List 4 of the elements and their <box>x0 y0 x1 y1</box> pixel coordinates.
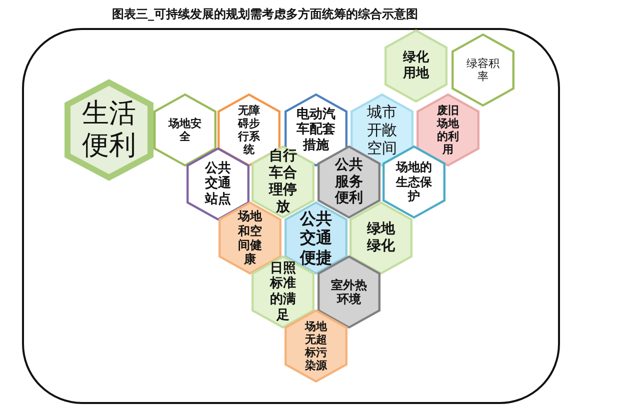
title: 图表三_可持续发展的规划需考虑多方面统筹的综合示意图 <box>112 6 418 23</box>
hexagon: 生活便利 <box>64 79 154 181</box>
hexagon: 绿化用地 <box>384 29 448 103</box>
rounded-frame <box>22 28 560 404</box>
